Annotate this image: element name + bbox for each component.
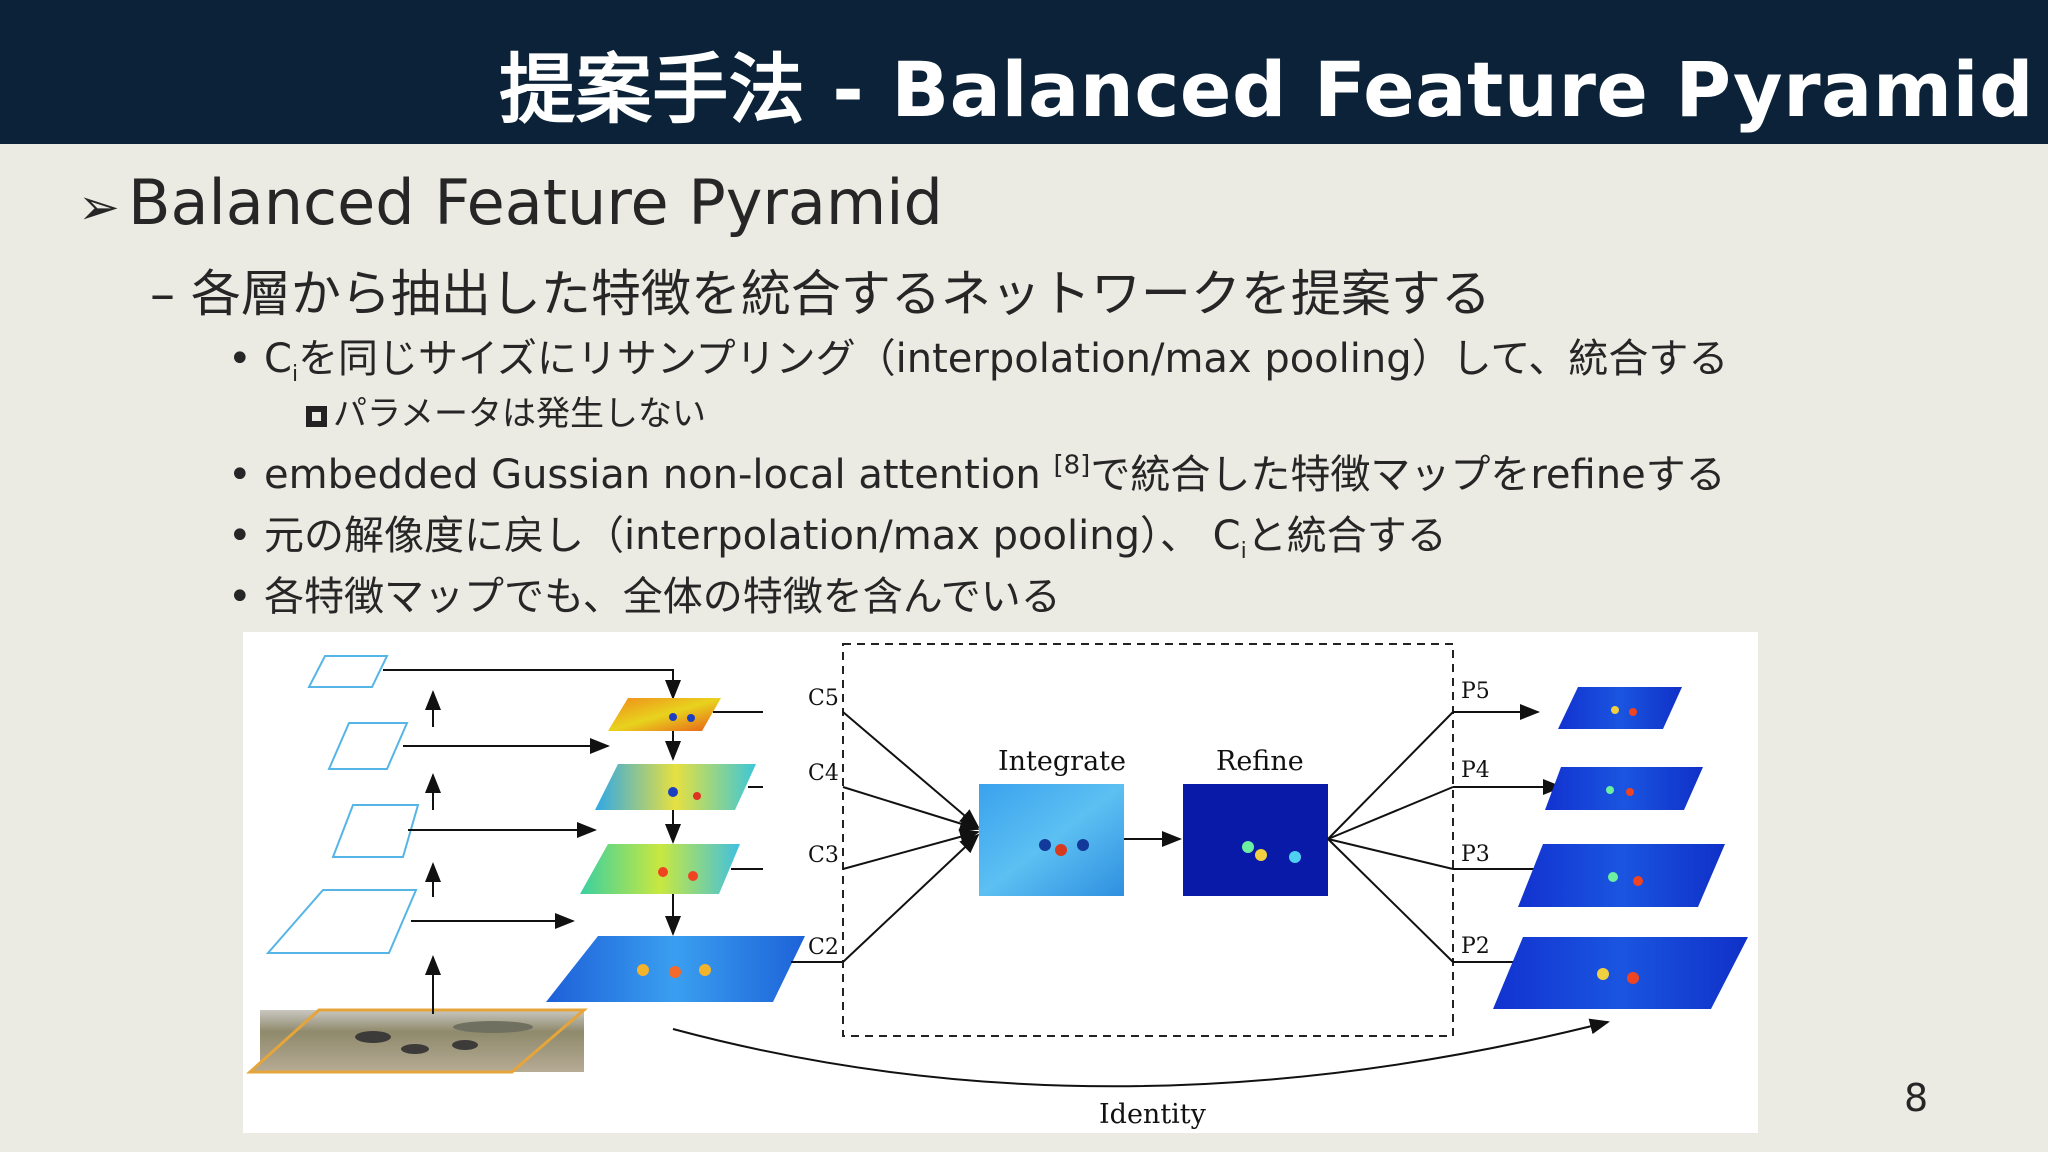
slide-title: 提案手法 - Balanced Feature Pyramid bbox=[499, 45, 2034, 134]
label-c3: C3 bbox=[808, 843, 839, 868]
bullet-dot-icon: • bbox=[228, 336, 252, 382]
label-p4: P4 bbox=[1461, 758, 1490, 783]
label-c4: C4 bbox=[808, 761, 839, 786]
feature-map-c5 bbox=[608, 698, 721, 731]
label-identity: Identity bbox=[1099, 1099, 1207, 1130]
backbone-level-5 bbox=[307, 655, 389, 688]
label-c5: C5 bbox=[808, 686, 839, 711]
label-refine: Refine bbox=[1216, 746, 1304, 777]
output-map-p3 bbox=[1518, 844, 1725, 907]
integrated-map bbox=[979, 784, 1124, 896]
refined-map bbox=[1183, 784, 1328, 896]
output-map-p2 bbox=[1493, 937, 1748, 1009]
backbone-level-2 bbox=[265, 889, 418, 954]
backbone-level-3 bbox=[331, 804, 420, 858]
bullet-resample: •Ciを同じサイズにリサンプリング（interpolation/max pool… bbox=[228, 336, 1729, 387]
level2-bullet: – 各層から抽出した特徴を統合するネットワークを提案する bbox=[150, 254, 1491, 326]
dash-bullet: – bbox=[150, 265, 175, 323]
bullet-dot-icon: • bbox=[228, 452, 252, 498]
label-p5: P5 bbox=[1461, 679, 1490, 704]
label-p3: P3 bbox=[1461, 842, 1490, 867]
bullet-refine: •embedded Gussian non-local attention [8… bbox=[228, 450, 1726, 498]
arrow-bullet-icon: ➢ bbox=[78, 178, 120, 236]
level2-text: 各層から抽出した特徴を統合するネットワークを提案する bbox=[190, 265, 1491, 323]
level1-text: Balanced Feature Pyramid bbox=[128, 166, 943, 239]
feature-map-c4 bbox=[595, 764, 756, 810]
page-number: 8 bbox=[1904, 1076, 1929, 1120]
bullet-dot-icon: • bbox=[228, 574, 252, 620]
bullet-dot-icon: • bbox=[228, 513, 252, 559]
output-map-p5 bbox=[1558, 687, 1682, 729]
bullet-restore: •元の解像度に戻し（interpolation/max pooling）、 Ci… bbox=[228, 513, 1447, 564]
bullet-global-features: •各特徴マップでも、全体の特徴を含んでいる bbox=[228, 574, 1061, 620]
subbullet-no-params: パラメータは発生しない bbox=[306, 386, 706, 435]
input-image bbox=[246, 1008, 589, 1074]
level1-bullet: ➢Balanced Feature Pyramid bbox=[78, 166, 943, 239]
label-integrate: Integrate bbox=[998, 746, 1126, 777]
label-c2: C2 bbox=[808, 935, 839, 960]
bfp-diagram: C5 C4 C3 C2 Integrate Refine P5 P4 P3 P2… bbox=[243, 632, 1758, 1133]
square-bullet-icon bbox=[306, 406, 327, 427]
bfp-dashed-box bbox=[842, 643, 1454, 1037]
label-p2: P2 bbox=[1461, 934, 1490, 959]
backbone-level-4 bbox=[327, 722, 409, 770]
identity-arc bbox=[672, 1018, 1610, 1088]
title-bar: 提案手法 - Balanced Feature Pyramid bbox=[0, 0, 2048, 144]
output-map-p4 bbox=[1545, 767, 1703, 810]
